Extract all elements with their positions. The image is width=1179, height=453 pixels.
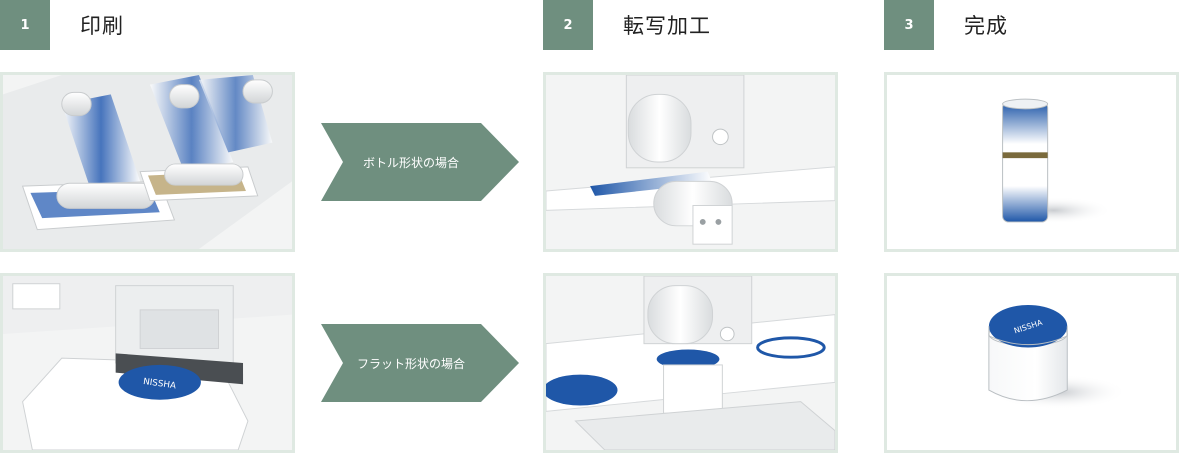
arrow-label: フラット形状の場合 <box>356 356 465 371</box>
printing-bottle-illustration <box>0 72 295 252</box>
step-number-badge: 3 <box>884 0 934 50</box>
finished-jar-illustration: NISSHA <box>884 273 1179 453</box>
process-arrow-bottle: ボトル形状の場合 <box>321 123 519 201</box>
step-header-2: 2 転写加工 <box>543 0 711 50</box>
arrow-label: ボトル形状の場合 <box>362 155 459 170</box>
finished-bottle-illustration <box>884 72 1179 252</box>
transfer-flat-illustration <box>543 273 838 453</box>
step-title: 印刷 <box>80 14 124 38</box>
step-title: 完成 <box>964 14 1008 38</box>
step-title: 転写加工 <box>623 14 711 38</box>
transfer-bottle-illustration <box>543 72 838 252</box>
step-number-badge: 1 <box>0 0 50 50</box>
step-header-3: 3 完成 <box>884 0 1008 50</box>
nissha-logo-print: NISSHA <box>142 377 176 391</box>
process-arrow-flat: フラット形状の場合 <box>321 324 519 402</box>
step-number-badge: 2 <box>543 0 593 50</box>
printing-flat-illustration: NISSHA <box>0 273 295 453</box>
step-header-1: 1 印刷 <box>0 0 124 50</box>
